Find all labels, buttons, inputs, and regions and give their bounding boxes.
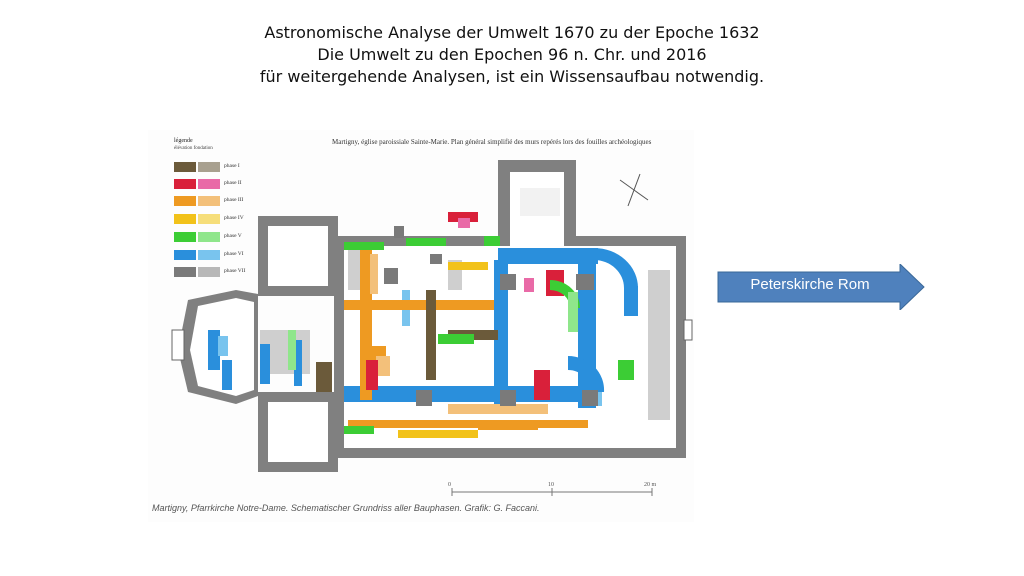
scale-label-0: 0 [448, 482, 451, 488]
legend-label: phase I [224, 163, 240, 169]
legend-title: légende [174, 138, 193, 144]
legend-swatch-elevation [174, 250, 196, 260]
legend-swatch-foundation [198, 250, 220, 260]
floor-plan-figure: 0 10 20 m Martigny, église paroissiale S… [148, 130, 694, 522]
slide-title: Astronomische Analyse der Umwelt 1670 zu… [0, 22, 1024, 88]
legend-label: phase III [224, 197, 244, 203]
legend-swatch-foundation [198, 162, 220, 172]
legend-label: phase VI [224, 251, 244, 257]
figure-caption: Martigny, Pfarrkirche Notre-Dame. Schema… [152, 503, 540, 513]
floor-plan-drawing: 0 10 20 m [171, 160, 693, 496]
scale-label-20: 20 m [644, 482, 657, 488]
legend-label: phase V [224, 233, 242, 239]
legend-swatch-foundation [198, 196, 220, 206]
scale-label-10: 10 [548, 482, 554, 488]
legend-swatch-foundation [198, 179, 220, 189]
legend-swatch-foundation [198, 214, 220, 224]
legend-label: phase IV [224, 215, 244, 221]
legend-label: phase VII [224, 268, 246, 274]
arrow-shape[interactable] [716, 264, 926, 310]
legend-swatch-foundation [198, 267, 220, 277]
legend-swatch-elevation [174, 214, 196, 224]
peterskirche-arrow-label[interactable]: Peterskirche Rom [750, 276, 870, 293]
title-line-3: für weitergehende Analysen, ist ein Wiss… [259, 67, 765, 86]
legend-swatch-foundation [198, 232, 220, 242]
figure-header: Martigny, église paroissiale Sainte-Mari… [332, 138, 652, 146]
legend-swatch-elevation [174, 196, 196, 206]
legend-swatch-elevation [174, 179, 196, 189]
legend-swatch-elevation [174, 232, 196, 242]
legend-label: phase II [224, 180, 242, 186]
title-line-2: Die Umwelt zu den Epochen 96 n. Chr. und… [317, 45, 707, 64]
legend-swatch-elevation [174, 162, 196, 172]
title-line-1: Astronomische Analyse der Umwelt 1670 zu… [264, 23, 760, 42]
legend-swatch-elevation [174, 267, 196, 277]
legend-subtitle: élévation fondation [174, 146, 213, 151]
